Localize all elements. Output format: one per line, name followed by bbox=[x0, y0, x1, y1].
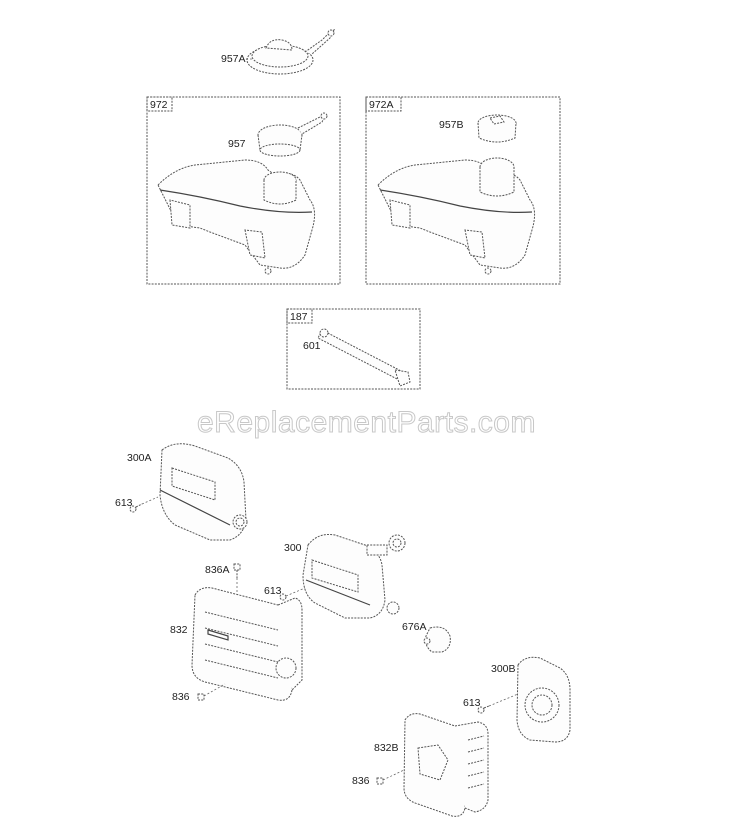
kit-label-972: 972 bbox=[150, 99, 168, 111]
part-601-fuel-line[interactable] bbox=[317, 328, 411, 387]
kit-box-972[interactable]: 972 957 bbox=[146, 96, 341, 285]
callout-957A: 957A bbox=[221, 53, 246, 65]
callout-300B: 300B bbox=[491, 663, 516, 675]
kit-box-187[interactable]: 187 601 bbox=[286, 308, 421, 390]
part-957-fuel-cap[interactable] bbox=[257, 112, 328, 157]
part-957A-fuel-cap[interactable] bbox=[246, 28, 336, 75]
kit-label-187: 187 bbox=[290, 311, 308, 323]
kit-box-972A[interactable]: 972A 957B bbox=[365, 96, 561, 285]
part-676A-clamp[interactable] bbox=[423, 626, 451, 653]
callout-676A: 676A bbox=[402, 621, 427, 633]
callout-613-b: 613 bbox=[264, 585, 282, 597]
part-fuel-tank[interactable] bbox=[157, 159, 316, 275]
part-836-screw-a[interactable] bbox=[197, 693, 205, 701]
part-fuel-tank-alt[interactable] bbox=[377, 157, 536, 275]
callout-300: 300 bbox=[284, 542, 302, 554]
callout-613-c: 613 bbox=[463, 697, 481, 709]
callout-832B: 832B bbox=[374, 742, 399, 754]
part-613-bolt-b[interactable] bbox=[279, 593, 287, 601]
callout-613-a: 613 bbox=[115, 497, 133, 509]
watermark-text: eReplacementParts.com bbox=[197, 406, 536, 439]
callout-300A: 300A bbox=[127, 452, 152, 464]
part-832-heat-shield[interactable] bbox=[191, 587, 303, 701]
part-836A-screw[interactable] bbox=[233, 563, 241, 578]
callout-957: 957 bbox=[228, 138, 246, 150]
part-300-muffler[interactable] bbox=[302, 534, 406, 619]
part-613-bolt-a[interactable] bbox=[129, 503, 143, 513]
part-300B-muffler[interactable] bbox=[516, 656, 571, 743]
callout-957B: 957B bbox=[439, 119, 464, 131]
part-613-bolt-c[interactable] bbox=[477, 705, 490, 714]
callout-836-a: 836 bbox=[172, 691, 190, 703]
callout-836-b: 836 bbox=[352, 775, 370, 787]
part-957B-fuel-cap[interactable] bbox=[477, 114, 517, 143]
callout-836A: 836A bbox=[205, 564, 230, 576]
part-300A-muffler[interactable] bbox=[159, 443, 248, 541]
part-832B-heat-shield[interactable] bbox=[403, 713, 489, 817]
kit-label-972A: 972A bbox=[369, 99, 394, 111]
callout-832: 832 bbox=[170, 624, 188, 636]
part-836-screw-b[interactable] bbox=[376, 777, 384, 785]
callout-601: 601 bbox=[303, 340, 321, 352]
